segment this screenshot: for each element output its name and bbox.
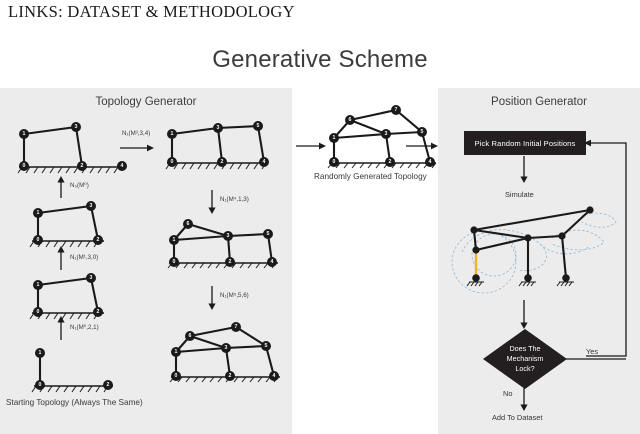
node-label: 4 [271,259,274,265]
simulate-label: Simulate [505,190,534,199]
node-label: 6 [187,221,190,227]
graph-g1: 1 3 0 2 [29,201,104,248]
node-label: 4 [273,373,276,379]
arrow-to-simulate [520,156,528,183]
step-label-n1-m1-3-0: N₁(M¹,3,0) [70,254,99,261]
arrow-to-decision [520,300,528,329]
node-label: 4 [429,159,432,165]
random-topology-caption: Randomly Generated Topology [314,172,427,181]
node-label: 5 [421,129,424,135]
step-label-n0-m0: N₀(M⁰) [70,182,89,189]
node-label: 3 [90,203,93,209]
step-label-n1-m5-5-6: N₁(M⁵,5,6) [220,292,249,299]
node-label: 4 [263,159,266,165]
node-label: 2 [97,309,100,315]
node-label: 6 [189,333,192,339]
arrow-step-n1-m0-2-1 [57,316,65,340]
graph-g2: 1 3 0 2 [29,273,104,320]
graph-g6: 7 6 3 5 1 0 2 4 [169,322,280,383]
node-label: 0 [39,382,42,388]
arrow-step-n1-m4-1-3 [208,190,216,214]
node-label: 3 [225,345,228,351]
node-label: 0 [37,309,40,315]
add-to-dataset-label: Add To Dataset [492,413,543,422]
node-label: 2 [107,382,110,388]
node-label: 2 [221,159,224,165]
node-label: 5 [257,123,260,129]
yes-branch-path [566,358,626,360]
arrow-step-n0-m0 [57,176,65,198]
node-label: 1 [37,210,40,216]
node-label: 1 [173,237,176,243]
arrow-step-n1-m5-5-6 [208,286,216,310]
decision-diamond[interactable]: Does The Mechanism Lock? [482,328,568,390]
simulation-diagram [451,206,617,294]
feedback-loop-path [584,139,627,357]
step-label-n1-m4-1-3: N₁(M⁴,1,3) [220,196,249,203]
node-label: 3 [90,275,93,281]
node-label: 2 [81,163,84,169]
step-label-n1-m3-3-4: N₁(M³,3,4) [122,130,151,137]
node-label: 3 [227,233,230,239]
position-generator-title: Position Generator [491,96,587,108]
arrow-random-to-position [406,142,438,150]
pick-random-initial-positions-box[interactable]: Pick Random Initial Positions [464,131,586,155]
node-label: 0 [333,159,336,165]
graph-random-topology: 7 6 3 5 1 0 2 4 [327,105,437,169]
arrow-step-n1-m3-3-4 [120,144,154,152]
node-label: 0 [173,259,176,265]
page-title: LINKS: DATASET & METHODOLOGY [8,2,295,21]
node-label: 5 [267,231,270,237]
yes-label: Yes [586,347,599,356]
graph-g4: 1 3 5 0 2 4 [165,121,269,170]
node-label: 2 [97,237,100,243]
node-label: 3 [75,124,78,130]
node-label: 3 [385,131,388,137]
node-label: 3 [217,125,220,131]
node-label: 6 [349,117,352,123]
step-label-n1-m0-2-1: N₁(M⁰,2,1) [70,324,99,331]
node-label: 4 [121,163,124,169]
node-label: 0 [23,163,26,169]
node-label: 1 [23,131,26,137]
graph-start: 1 0 2 [31,348,113,393]
node-label: 2 [229,259,232,265]
node-label: 2 [389,159,392,165]
no-label: No [503,389,513,398]
node-label: 2 [229,373,232,379]
no-branch-arrow [520,388,528,411]
figure-title: Generative Scheme [212,46,428,73]
node-label: 7 [395,107,398,113]
node-label: 0 [175,373,178,379]
node-label: 1 [175,349,178,355]
node-label: 1 [333,135,336,141]
graph-g3: 1 3 0 2 4 [17,122,127,174]
node-label: 0 [171,159,174,165]
node-label: 1 [39,350,42,356]
node-label: 5 [265,343,268,349]
graph-g5: 6 1 3 5 0 2 4 [167,219,278,269]
starting-topology-caption: Starting Topology (Always The Same) [6,398,143,407]
topology-generator-title: Topology Generator [95,96,197,108]
arrow-step-n1-m1-3-0 [57,246,65,270]
arrow-topology-to-random [296,142,326,150]
node-label: 1 [37,282,40,288]
node-label: 0 [37,237,40,243]
node-label: 7 [235,324,238,330]
node-label: 1 [171,131,174,137]
